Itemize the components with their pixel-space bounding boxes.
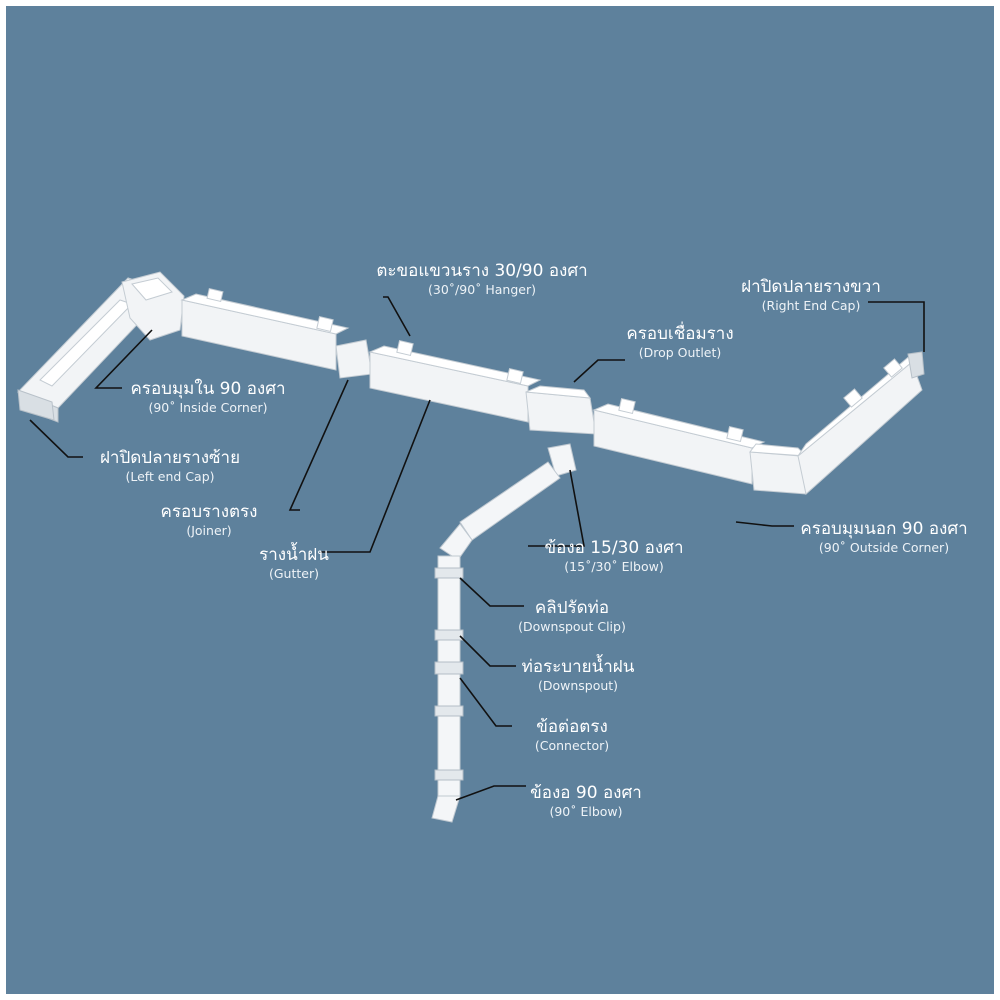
gutter-segment-1 bbox=[180, 287, 350, 371]
label-downspout-clip-en: (Downspout Clip) bbox=[518, 619, 626, 634]
label-right-end-cap: ฝาปิดปลายรางขวา (Right End Cap) bbox=[741, 277, 881, 314]
label-elbow-15-30-en: (15˚/30˚ Elbow) bbox=[564, 559, 664, 574]
label-elbow-15-30: ข้องอ 15/30 องศา (15˚/30˚ Elbow) bbox=[545, 538, 684, 575]
downspout-assembly bbox=[431, 443, 577, 823]
leader-lines bbox=[29, 296, 925, 801]
label-gutter-th: รางน้ำฝน bbox=[259, 545, 329, 565]
label-hanger-th: ตะขอแขวนราง 30/90 องศา bbox=[376, 261, 588, 281]
joiner-piece bbox=[335, 339, 373, 379]
label-elbow-15-30-th: ข้องอ 15/30 องศา bbox=[544, 538, 684, 558]
label-elbow-90-en: (90˚ Elbow) bbox=[549, 804, 623, 819]
label-drop-outlet-en: (Drop Outlet) bbox=[638, 345, 722, 360]
label-elbow-90-th: ข้องอ 90 องศา bbox=[530, 783, 642, 803]
label-downspout-en: (Downspout) bbox=[537, 678, 619, 693]
leader-downspout bbox=[459, 635, 516, 667]
label-joiner-en: (Joiner) bbox=[186, 523, 232, 538]
right-end-cap-piece bbox=[907, 351, 925, 379]
label-gutter: รางน้ำฝน (Gutter) bbox=[259, 545, 329, 582]
label-inside-corner-th: ครอบมุมใน 90 องศา bbox=[130, 379, 286, 399]
label-outside-corner-th: ครอบมุมนอก 90 องศา bbox=[800, 519, 968, 539]
label-downspout-clip: คลิปรัดท่อ (Downspout Clip) bbox=[518, 598, 626, 635]
label-connector-en: (Connector) bbox=[534, 738, 610, 753]
label-outside-corner: ครอบมุมนอก 90 องศา (90˚ Outside Corner) bbox=[800, 519, 967, 556]
inside-corner-piece bbox=[121, 271, 185, 341]
leader-elbow-15-30 bbox=[528, 469, 585, 547]
leader-connector bbox=[459, 677, 512, 727]
leader-hanger bbox=[383, 296, 411, 337]
outside-corner-piece bbox=[749, 443, 808, 495]
label-hanger-en: (30˚/90˚ Hanger) bbox=[428, 282, 536, 297]
gutter-segment-2 bbox=[368, 339, 542, 423]
label-drop-outlet: ครอบเชื่อมราง (Drop Outlet) bbox=[626, 324, 733, 361]
label-left-end-cap: ฝาปิดปลายรางซ้าย (Left end Cap) bbox=[100, 448, 240, 485]
gutter-segment-3 bbox=[592, 397, 766, 485]
leader-joiner bbox=[288, 379, 349, 511]
leader-left-end-cap bbox=[29, 419, 83, 458]
label-left-end-cap-en: (Left end Cap) bbox=[125, 469, 215, 484]
leader-elbow-90 bbox=[455, 785, 526, 801]
label-gutter-en: (Gutter) bbox=[268, 566, 319, 581]
leader-downspout-clip bbox=[459, 577, 524, 607]
leader-drop-outlet bbox=[573, 359, 625, 383]
label-joiner-th: ครอบรางตรง bbox=[160, 502, 258, 522]
label-inside-corner-en: (90˚ Inside Corner) bbox=[148, 400, 268, 415]
drop-outlet-piece bbox=[525, 385, 597, 435]
label-inside-corner: ครอบมุมใน 90 องศา (90˚ Inside Corner) bbox=[130, 379, 285, 416]
right-gutter-run bbox=[797, 352, 923, 495]
label-hanger: ตะขอแขวนราง 30/90 องศา (30˚/90˚ Hanger) bbox=[376, 261, 587, 298]
label-connector-th: ข้อต่อตรง bbox=[536, 717, 608, 737]
leader-right-end-cap bbox=[868, 301, 925, 352]
left-end-cap-piece bbox=[17, 389, 55, 421]
label-drop-outlet-th: ครอบเชื่อมราง bbox=[626, 324, 734, 344]
label-outside-corner-en: (90˚ Outside Corner) bbox=[818, 540, 950, 555]
label-connector: ข้อต่อตรง (Connector) bbox=[535, 717, 609, 754]
label-left-end-cap-th: ฝาปิดปลายรางซ้าย bbox=[99, 448, 241, 468]
label-downspout: ท่อระบายน้ำฝน (Downspout) bbox=[522, 657, 635, 694]
leader-inside-corner bbox=[94, 329, 153, 389]
label-joiner: ครอบรางตรง (Joiner) bbox=[161, 502, 258, 539]
label-downspout-clip-th: คลิปรัดท่อ bbox=[534, 598, 610, 618]
leader-gutter bbox=[320, 399, 431, 553]
label-right-end-cap-th: ฝาปิดปลายรางขวา bbox=[741, 277, 881, 297]
leader-outside-corner bbox=[735, 521, 794, 527]
label-right-end-cap-en: (Right End Cap) bbox=[761, 298, 861, 313]
label-downspout-th: ท่อระบายน้ำฝน bbox=[521, 657, 635, 677]
label-elbow-90: ข้องอ 90 องศา (90˚ Elbow) bbox=[530, 783, 642, 820]
